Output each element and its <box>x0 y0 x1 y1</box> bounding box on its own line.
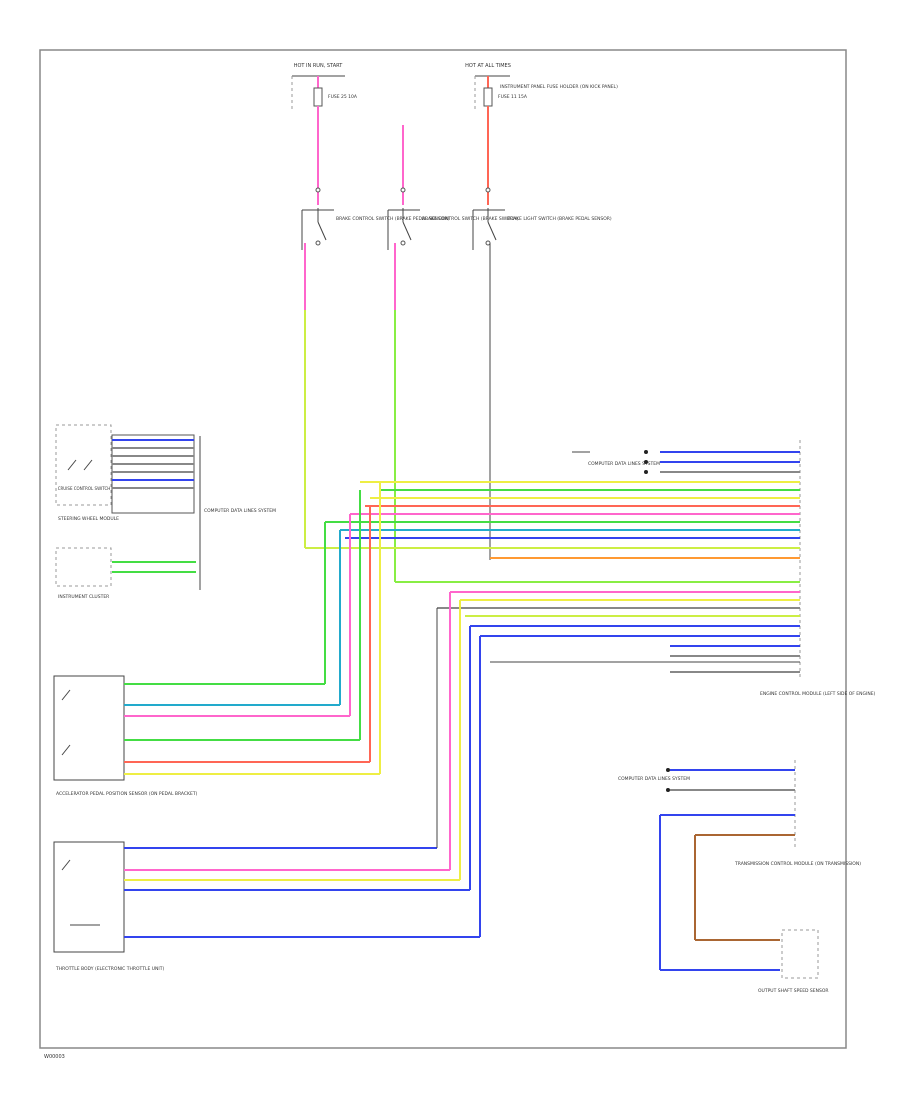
engine-control-module: ENGINE CONTROL MODULE (LEFT SIDE OF ENGI… <box>572 440 876 697</box>
ecm-data-lines-label: COMPUTER DATA LINES SYSTEM <box>588 461 660 467</box>
steering-wheel-module-label: STEERING WHEEL MODULE <box>58 516 119 522</box>
tcm-data-lines-label: COMPUTER DATA LINES SYSTEM <box>618 776 690 782</box>
diagram-code: W00003 <box>44 1054 65 1060</box>
brake-switch: BRAKE CONTROL SWITCH (BRAKE SWITCH) <box>387 208 519 250</box>
power-section: HOT IN RUN, START HOT AT ALL TIMES FUSE … <box>291 63 618 205</box>
fuse-11-label: FUSE 11 15A <box>498 94 528 100</box>
tcm-label: TRANSMISSION CONTROL MODULE (ON TRANSMIS… <box>734 861 861 867</box>
hot-run-start-label: HOT IN RUN, START <box>294 63 344 69</box>
fuse-11 <box>483 87 493 107</box>
brake-switch-1-label: BRAKE CONTROL SWITCH (BRAKE PEDAL SENSOR… <box>336 216 449 222</box>
ecm-label: ENGINE CONTROL MODULE (LEFT SIDE OF ENGI… <box>760 691 876 697</box>
throttle-body: THROTTLE BODY (ELECTRONIC THROTTLE UNIT) <box>53 592 481 972</box>
brake-switches: BRAKE CONTROL SWITCH (BRAKE PEDAL SENSOR… <box>301 208 612 250</box>
speed-sensor-label: OUTPUT SHAFT SPEED SENSOR <box>758 988 829 994</box>
fuse-25 <box>313 87 323 107</box>
cruise-control-switch-label: CRUISE CONTROL SWITCH <box>58 486 111 491</box>
transmission-control-module: TRANSMISSION CONTROL MODULE (ON TRANSMIS… <box>618 760 861 970</box>
accelerator-pedal-sensor: ACCELERATOR PEDAL POSITION SENSOR (ON PE… <box>53 482 381 797</box>
instrument-cluster: INSTRUMENT CLUSTER <box>55 547 196 600</box>
accel-sensor-label: ACCELERATOR PEDAL POSITION SENSOR (ON PE… <box>56 791 198 797</box>
switch-output-wires <box>304 243 491 582</box>
cluster-data-lines-label: COMPUTER DATA LINES SYSTEM <box>204 508 276 514</box>
brake-switch-3-label: BRAKE LIGHT SWITCH (BRAKE PEDAL SENSOR) <box>507 216 612 222</box>
hot-at-all-times-label: HOT AT ALL TIMES <box>465 63 511 69</box>
brake-pedal-sensor-switch: BRAKE CONTROL SWITCH (BRAKE PEDAL SENSOR… <box>301 208 449 250</box>
instrument-fuse-holder-label: INSTRUMENT PANEL FUSE HOLDER (ON KICK PA… <box>500 84 618 90</box>
throttle-body-label: THROTTLE BODY (ELECTRONIC THROTTLE UNIT) <box>55 966 164 972</box>
output-shaft-speed-sensor: OUTPUT SHAFT SPEED SENSOR <box>660 929 829 994</box>
cruise-control-switch: CRUISE CONTROL SWITCH STEERING WHEEL MOD… <box>55 424 276 590</box>
diagram-frame <box>39 49 847 1049</box>
fuse-25-label: FUSE 25 10A <box>328 94 358 100</box>
brake-light-switch: BRAKE LIGHT SWITCH (BRAKE PEDAL SENSOR) <box>472 208 612 250</box>
brake-switch-2-label: BRAKE CONTROL SWITCH (BRAKE SWITCH) <box>422 216 519 222</box>
ecm-harness <box>305 451 800 673</box>
instrument-cluster-label: INSTRUMENT CLUSTER <box>58 594 109 600</box>
